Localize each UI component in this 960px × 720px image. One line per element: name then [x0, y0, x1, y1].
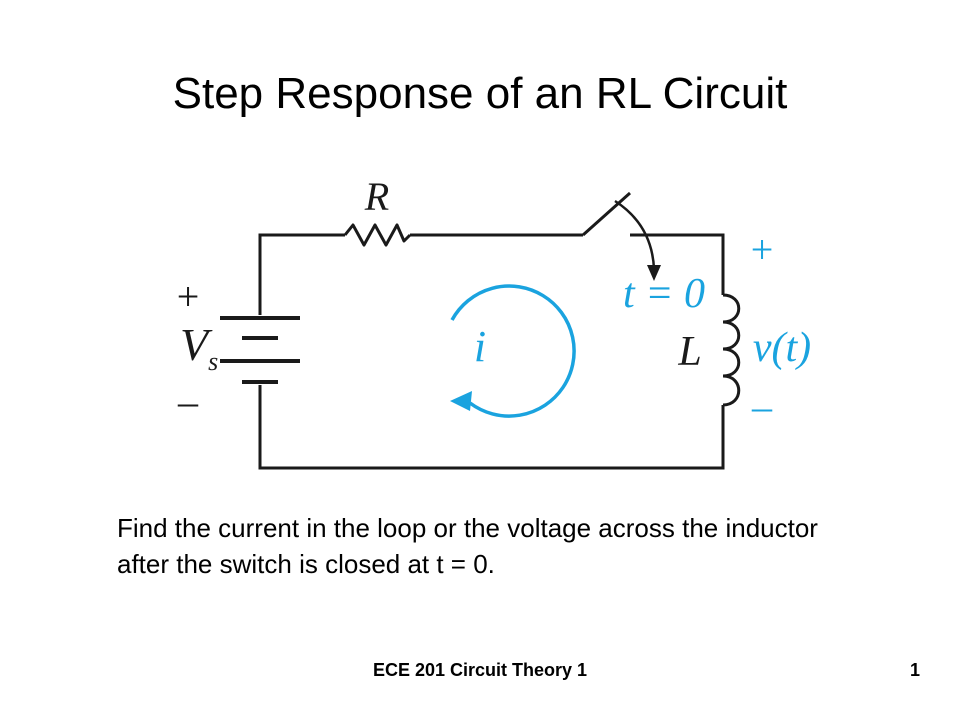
output-plus-sign: +	[751, 227, 774, 272]
source-label-subscript: s	[208, 347, 218, 376]
resistor-label: R	[364, 174, 389, 219]
output-voltage-label: v(t)	[753, 325, 811, 371]
output-minus-sign: –	[751, 384, 773, 429]
source-minus-sign: –	[177, 379, 199, 424]
current-label: i	[474, 322, 486, 371]
current-loop-arrow-icon	[450, 284, 576, 418]
switch-time-label: t = 0	[623, 271, 705, 317]
switch-icon	[582, 191, 661, 281]
resistor-icon	[343, 223, 412, 247]
page-number: 1	[909, 660, 920, 680]
inductor-icon	[722, 293, 741, 407]
source-plus-sign: +	[177, 274, 200, 319]
slide-title: Step Response of an RL Circuit	[172, 69, 788, 118]
footer-course-title: ECE 201 Circuit Theory 1	[372, 660, 588, 680]
problem-statement: Find the current in the loop or the volt…	[117, 513, 818, 579]
circuit-wires	[258, 233, 725, 470]
inductor-label: L	[677, 329, 701, 375]
source-label: Vs	[180, 319, 218, 376]
source-label-main: V	[180, 319, 213, 370]
battery-icon	[220, 316, 300, 384]
rl-circuit-diagram: R + Vs – i t = 0 L + v(t) –	[177, 174, 811, 470]
